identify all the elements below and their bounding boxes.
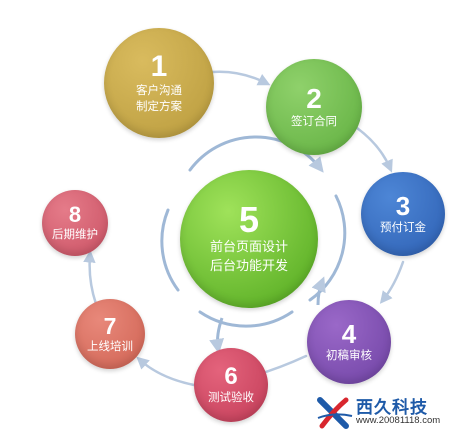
step-6-circle: 6 测试验收 [194, 348, 268, 422]
step-4-number: 4 [341, 319, 357, 349]
step-2-label: 签订合同 [291, 114, 337, 128]
step-6-label: 测试验收 [208, 390, 254, 404]
step-4-label: 初稿审核 [326, 348, 372, 362]
step-7-label: 上线培训 [87, 338, 133, 353]
brand-name: 西久科技 [356, 398, 428, 418]
step-2-circle: 2 签订合同 [266, 59, 362, 155]
step-8-label: 后期维护 [52, 227, 98, 241]
step-3-circle: 3 预付订金 [361, 172, 445, 256]
step-5-circle: 5 前台页面设计 后台功能开发 [180, 170, 318, 308]
step-4-circle: 4 初稿审核 [307, 300, 391, 384]
arrow-4-to-5 [311, 276, 326, 306]
cycle-arrows [83, 70, 405, 387]
step-8-circle: 8 后期维护 [42, 190, 108, 256]
step-2-number: 2 [306, 83, 322, 114]
brand-url: www.20081118.com [356, 415, 441, 426]
step-3-label: 预付订金 [380, 220, 426, 234]
step-1-label-line-1: 客户沟通 [136, 83, 182, 97]
arrow-1-to-2 [210, 70, 271, 86]
brand-watermark: 西久科技 www.20081118.com [316, 395, 466, 431]
x-swoosh-logo-icon [317, 397, 353, 429]
step-5-label-line-1: 前台页面设计 [209, 240, 288, 255]
arrow-7-to-8 [83, 250, 98, 306]
center-ring-arc-left [160, 208, 180, 292]
arrow-3-to-4 [379, 260, 405, 304]
arrow-5-to-6 [209, 317, 225, 354]
center-ring-arc-bottom [198, 310, 294, 328]
step-5-label-line-2: 后台功能开发 [209, 259, 288, 274]
step-6-number: 6 [224, 363, 238, 390]
arrow-2-to-3 [355, 126, 393, 173]
step-1-label-line-2: 制定方案 [136, 99, 182, 113]
arrow-6-to-7 [136, 356, 196, 387]
step-7-number: 7 [103, 312, 117, 339]
step-1-number: 1 [150, 50, 168, 83]
step-8-number: 8 [68, 202, 82, 227]
step-1-circle: 1 客户沟通 制定方案 [104, 28, 214, 138]
step-3-number: 3 [395, 191, 411, 221]
step-7-circle: 7 上线培训 [75, 299, 145, 369]
step-5-number: 5 [238, 199, 260, 240]
